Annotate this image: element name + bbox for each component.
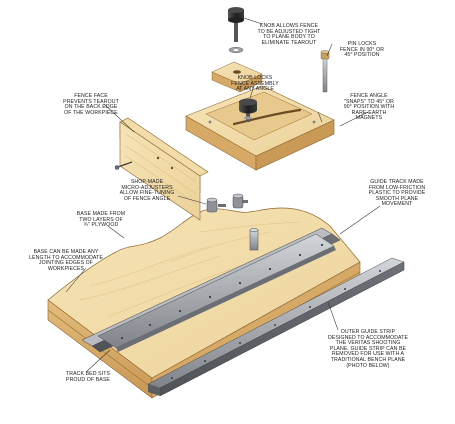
leader-knob-locks: [249, 85, 255, 99]
callout-track-bed: TRACK BED SITS PROUD OF BASE: [65, 371, 111, 383]
outer-guide-strip: [147, 257, 405, 397]
washer: [228, 47, 244, 54]
leader-outer-guide: [327, 301, 339, 331]
callout-shop-made: SHOP-MADE MICRO-ADJUSTERS ALLOW FINE-TUN…: [119, 179, 175, 202]
leader-base-any-length: [65, 267, 87, 293]
leader-base-two-layers: [107, 225, 125, 239]
callout-outer-guide: OUTER GUIDE STRIP DESIGNED TO ACCOMMODAT…: [327, 329, 409, 369]
fence-assembly: [185, 85, 335, 171]
outer-guide-screws: [171, 270, 381, 379]
leader-fence-angle: [317, 111, 369, 127]
callout-base-any-length: BASE CAN BE MADE ANY LENGTH TO ACCOMMODA…: [29, 249, 103, 272]
callout-fence-angle: FENCE ANGLE "SNAPS" TO 45° OR 90° POSITI…: [343, 93, 395, 122]
fence-screw: [114, 161, 133, 170]
leader-pin-locks: [326, 43, 333, 57]
fence-lock-knob: [239, 98, 257, 122]
callout-knob-fence: KNOB ALLOWS FENCE TO BE ADJUSTED TIGHT T…: [257, 23, 321, 46]
fence-face: [119, 117, 209, 221]
callout-fence-face: FENCE FACE PREVENTS TEAROUT ON THE BACK …: [63, 93, 119, 116]
leader-shop-made: [177, 195, 207, 205]
fence-face-main: [119, 121, 201, 221]
callout-base-two-layers: BASE MADE FROM TWO LAYERS OF ¾" PLYWOOD: [76, 211, 126, 229]
leader-guide-track: [339, 205, 381, 235]
callout-pin-locks: PIN LOCKS FENCE IN 90° OR 45° POSITION: [339, 41, 385, 59]
leader-fence-face: [103, 103, 135, 133]
outer-guide-end: [148, 384, 160, 396]
fence-arc-slot: [232, 108, 302, 126]
fence-tension-knob: [228, 7, 244, 42]
guide-track-lip: [116, 246, 336, 352]
micro-adjusters: [206, 193, 248, 213]
locking-pin: [320, 50, 330, 93]
pivot-post: [249, 228, 259, 251]
leader-track-bed: [85, 349, 111, 373]
leader-lines: [65, 17, 381, 373]
adjuster-block: [211, 61, 263, 93]
leader-knob-fence: [243, 17, 263, 25]
guide-track: [81, 227, 341, 353]
track-screws: [120, 243, 324, 340]
callout-knob-locks: KNOB LOCKS FENCE ASSEMBLY AT ANY ANGLE: [231, 75, 279, 93]
callout-guide-track: GUIDE TRACK MADE FROM LOW-FRICTION PLAST…: [368, 179, 426, 208]
